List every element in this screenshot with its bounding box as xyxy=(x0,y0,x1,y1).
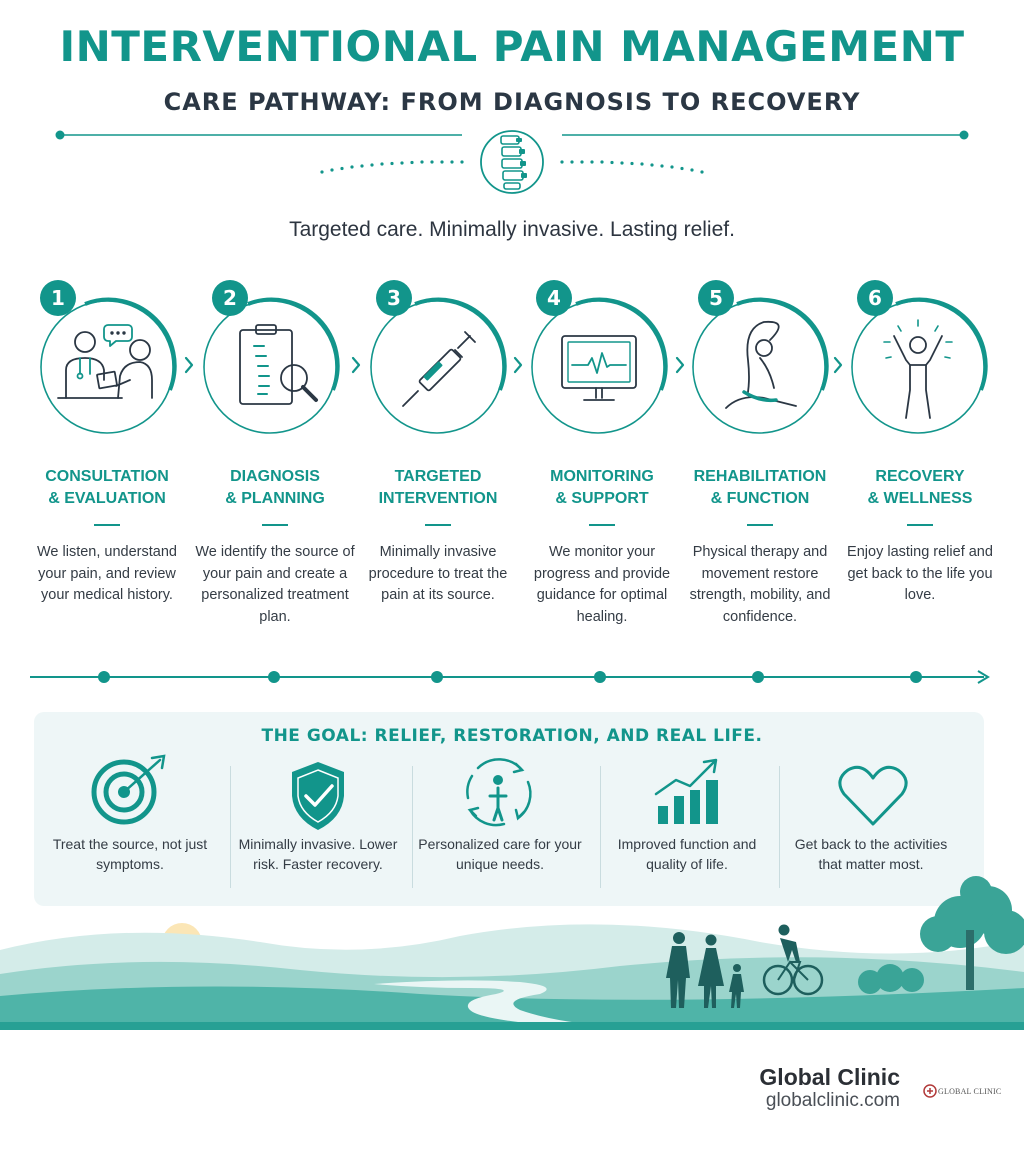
step-4-text: MONITORING & SUPPORT We monitor your pro… xyxy=(522,466,682,628)
growth-chart-icon xyxy=(654,758,718,824)
target-arrow-icon xyxy=(91,754,166,825)
step-3-text: TARGETED INTERVENTION Minimally invasive… xyxy=(358,466,518,607)
chevron-right-icon xyxy=(833,356,843,374)
goal-title: THE GOAL: RELIEF, RESTORATION, AND REAL … xyxy=(261,726,763,746)
timeline-dot xyxy=(594,671,606,683)
timeline-dot xyxy=(98,671,110,683)
step-6-title: RECOVERY & WELLNESS xyxy=(867,468,973,507)
spine-ornament xyxy=(55,130,969,194)
syringe-icon xyxy=(402,331,476,407)
step-4-divider xyxy=(589,524,615,526)
step-2-divider xyxy=(262,524,288,526)
chevron-right-icon xyxy=(351,356,361,374)
goal-item-5: Get back to the activities that matter m… xyxy=(794,836,948,872)
step-1-title: CONSULTATION & EVALUATION xyxy=(45,468,169,507)
step-2-circle xyxy=(203,297,340,434)
step-5-circle xyxy=(692,297,829,434)
timeline-dot xyxy=(752,671,764,683)
timeline-dot xyxy=(431,671,443,683)
step-1-text: CONSULTATION & EVALUATION We listen, und… xyxy=(27,466,187,607)
step-1-number: 1 xyxy=(51,286,65,310)
step-5-badge xyxy=(698,280,734,316)
shield-check-icon xyxy=(292,762,344,830)
step-4-circle xyxy=(531,297,668,434)
step-6-circle xyxy=(851,297,988,434)
goal-item-2: Minimally invasive. Lower risk. Faster r… xyxy=(238,836,398,872)
page-subtitle: CARE PATHWAY: FROM DIAGNOSIS TO RECOVERY xyxy=(163,88,861,116)
goal-divider xyxy=(779,766,780,888)
step-5-text: REHABILITATION & FUNCTION Physical thera… xyxy=(680,466,840,628)
goal-item-4: Improved function and quality of life. xyxy=(617,836,757,872)
landscape-illustration xyxy=(0,876,1024,1030)
step-3-number: 3 xyxy=(387,286,401,310)
goal-item-3: Personalized care for your unique needs. xyxy=(418,836,582,872)
heart-monitor-icon xyxy=(561,335,637,401)
goal-divider xyxy=(412,766,413,888)
step-5-number: 5 xyxy=(709,286,723,310)
doctor-consultation-icon xyxy=(57,324,153,399)
step-2-title: DIAGNOSIS & PLANNING xyxy=(225,468,325,507)
step-5-divider xyxy=(747,524,773,526)
step-4-number: 4 xyxy=(547,286,561,310)
steps-illustrations: 1 2 3 4 5 6 xyxy=(40,280,988,434)
stretching-person-icon xyxy=(725,320,797,409)
footer-brand: Global Clinic xyxy=(759,1064,900,1090)
family-silhouette-icon xyxy=(666,932,744,1008)
step-1-description: We listen, understand your pain, and rev… xyxy=(37,544,177,603)
step-2-number: 2 xyxy=(223,286,237,310)
step-1-badge xyxy=(40,280,76,316)
tagline: Targeted care. Minimally invasive. Lasti… xyxy=(289,218,735,241)
step-5-description: Physical therapy and movement restore st… xyxy=(689,544,831,625)
goal-item-1: Treat the source, not just symptoms. xyxy=(52,836,208,872)
step-2-badge xyxy=(212,280,248,316)
chevron-right-icon xyxy=(675,356,685,374)
step-6-text: RECOVERY & WELLNESS Enjoy lasting relief… xyxy=(840,466,1000,607)
step-2-text: DIAGNOSIS & PLANNING We identify the sou… xyxy=(195,466,355,628)
goal-divider xyxy=(230,766,231,888)
step-6-divider xyxy=(907,524,933,526)
step-6-number: 6 xyxy=(868,286,882,310)
celebrating-person-icon xyxy=(883,319,953,419)
step-4-badge xyxy=(536,280,572,316)
step-6-badge xyxy=(857,280,893,316)
step-3-title: TARGETED INTERVENTION xyxy=(378,468,498,507)
step-4-title: MONITORING & SUPPORT xyxy=(550,468,654,507)
step-3-badge xyxy=(376,280,412,316)
timeline xyxy=(30,670,990,684)
step-6-description: Enjoy lasting relief and get back to the… xyxy=(847,544,993,603)
goal-icons xyxy=(91,754,908,830)
step-3-description: Minimally invasive procedure to treat th… xyxy=(368,544,508,603)
goal-panel xyxy=(34,712,984,906)
timeline-dot xyxy=(910,671,922,683)
page-title: INTERVENTIONAL PAIN MANAGEMENT xyxy=(59,22,965,71)
footer-logo-text: GLOBAL CLINIC xyxy=(938,1087,1002,1096)
chevron-right-icon xyxy=(184,356,194,374)
footer-url[interactable]: globalclinic.com xyxy=(765,1090,900,1111)
step-1-divider xyxy=(94,524,120,526)
clipboard-spine-magnifier-icon xyxy=(239,324,318,405)
step-4-description: We monitor your progress and provide gui… xyxy=(533,544,671,625)
goal-divider xyxy=(600,766,601,888)
step-3-divider xyxy=(425,524,451,526)
clinic-logo-icon xyxy=(923,1084,937,1098)
timeline-dot xyxy=(268,671,280,683)
step-2-description: We identify the source of your pain and … xyxy=(195,544,355,625)
step-5-title: REHABILITATION & FUNCTION xyxy=(693,468,827,507)
step-3-circle xyxy=(370,297,507,434)
step-1-circle xyxy=(40,297,177,434)
chevron-right-icon xyxy=(513,356,523,374)
person-cycle-icon xyxy=(466,758,532,827)
heart-icon xyxy=(838,765,908,826)
